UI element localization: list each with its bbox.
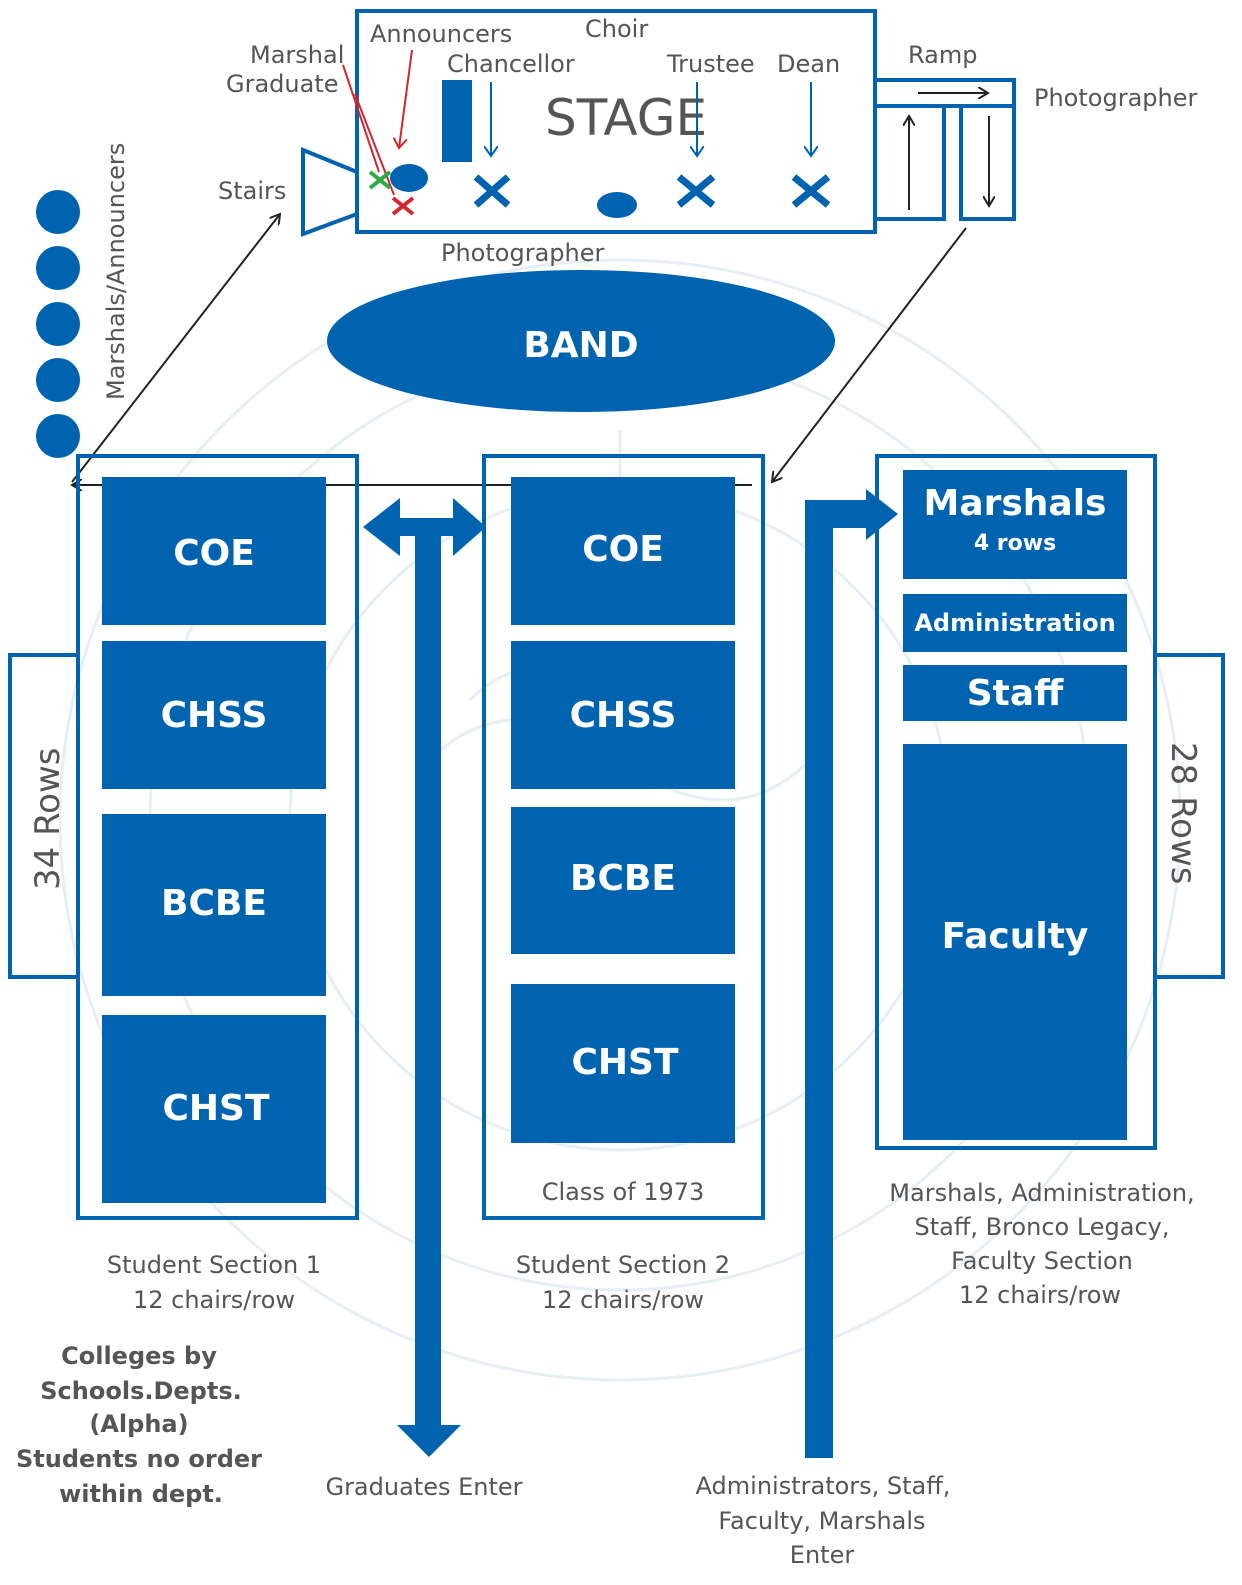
label-stairs: Stairs	[218, 177, 286, 205]
section-3-outline	[875, 454, 1157, 1150]
rows-right-label: 28 Rows	[1163, 742, 1203, 885]
note-line-5: within dept.	[59, 1480, 223, 1508]
staff-block	[903, 665, 1127, 721]
section-2-block	[511, 641, 735, 789]
label-trustee: Trustee	[666, 50, 755, 78]
faculty-section: Marshals 4 rows Administration Staff Fac…	[875, 454, 1157, 1150]
note-line-2: Schools.Depts.	[40, 1377, 241, 1405]
section-1-outline	[76, 454, 359, 1220]
label-chancellor: Chancellor	[447, 50, 575, 78]
section-2-outline	[482, 454, 765, 1220]
section-1-caption-2: 12 chairs/row	[133, 1286, 295, 1314]
section-1-block-label: BCBE	[161, 883, 267, 924]
band-ellipse	[327, 270, 835, 412]
announcer-spot	[390, 164, 428, 192]
label-ramp: Ramp	[908, 41, 977, 69]
admin-enter-label-2: Faculty, Marshals	[718, 1507, 925, 1535]
marshal-dot	[36, 246, 80, 290]
note-line-4: Students no order	[16, 1445, 262, 1473]
label-marshals-announcers: Marshals/Announcers	[102, 143, 130, 400]
section-1-block-label: CHST	[162, 1088, 269, 1129]
section-3-caption-3: Faculty Section	[951, 1247, 1133, 1275]
administration-block	[903, 594, 1127, 652]
section-3-caption-2: Staff, Bronco Legacy,	[914, 1213, 1169, 1241]
photographer-spot	[597, 192, 637, 218]
class-of-1973-label: Class of 1973	[542, 1178, 705, 1206]
graduates-enter-label: Graduates Enter	[325, 1473, 522, 1501]
section-2-block	[511, 477, 735, 625]
label-photographer-below: Photographer	[441, 239, 604, 267]
faculty-block	[903, 744, 1127, 1140]
marshal-x-mark	[368, 170, 392, 190]
aisle-shaft	[415, 527, 441, 1427]
path-to-stairs	[71, 214, 280, 483]
admin-enter-label-1: Administrators, Staff,	[696, 1472, 951, 1500]
section-3-caption-1: Marshals, Administration,	[889, 1179, 1194, 1207]
label-marshal: Marshal	[250, 41, 344, 69]
section-2-block-label: BCBE	[570, 858, 676, 899]
announcers-pointer	[399, 49, 413, 148]
section-2-caption-2: 12 chairs/row	[542, 1286, 704, 1314]
marshal-pointer	[342, 64, 380, 173]
faculty-aisle-arrow	[805, 489, 898, 1458]
stairs-shape	[301, 147, 359, 237]
podium	[442, 80, 472, 162]
marshals-rows-label: 4 rows	[974, 531, 1056, 556]
admin-enter-label-3: Enter	[790, 1541, 855, 1569]
staff-label: Staff	[967, 673, 1064, 714]
note-line-1: Colleges by	[61, 1342, 217, 1370]
student-section-2: COE CHSS BCBE CHST Class of 1973	[482, 454, 765, 1220]
section-2-caption-1: Student Section 2	[516, 1251, 730, 1279]
faculty-aisle-arrowhead	[866, 489, 898, 540]
label-dean: Dean	[777, 50, 840, 78]
section-1-block	[102, 1015, 326, 1203]
label-photographer-right: Photographer	[1034, 84, 1197, 112]
section-2-block-label: CHST	[571, 1042, 678, 1083]
ramp-left	[873, 104, 946, 221]
student-section-1: COE CHSS BCBE CHST	[76, 454, 359, 1220]
note-line-3: (Alpha)	[89, 1410, 188, 1438]
marshal-dot	[36, 190, 80, 234]
aisle-down-arrowhead	[397, 1425, 461, 1457]
stage-title: STAGE	[545, 89, 707, 147]
faculty-label: Faculty	[942, 916, 1089, 957]
path-from-ramp	[772, 227, 967, 482]
marshals-announcers-dots	[36, 190, 80, 458]
section-1-caption-1: Student Section 1	[107, 1251, 321, 1279]
trustee-x-mark	[676, 174, 716, 208]
administration-label: Administration	[914, 609, 1115, 637]
section-2-block-label: CHSS	[570, 695, 677, 736]
marshals-label: Marshals	[924, 483, 1107, 524]
graduate-x-mark	[391, 196, 415, 216]
rows-left-label: 34 Rows	[28, 748, 68, 891]
section-1-block-label: CHSS	[161, 695, 268, 736]
label-graduate: Graduate	[226, 70, 339, 98]
section-2-block	[511, 984, 735, 1143]
section-1-block	[102, 814, 326, 996]
section-1-block-label: COE	[173, 533, 255, 574]
faculty-aisle-shaft	[805, 500, 833, 1458]
section-3-caption-4: 12 chairs/row	[959, 1281, 1121, 1309]
graduate-pointer	[354, 93, 395, 196]
label-announcers: Announcers	[370, 20, 512, 48]
section-1-block	[102, 641, 326, 789]
marshals-block	[903, 470, 1127, 579]
graduates-aisle-arrow	[363, 498, 486, 1457]
ramp	[873, 78, 1016, 221]
ramp-right	[959, 104, 1016, 221]
marshal-dot	[36, 302, 80, 346]
dean-x-mark	[791, 174, 831, 208]
faculty-aisle-top	[805, 500, 870, 528]
section-1-block	[102, 477, 326, 625]
section-2-block-label: COE	[582, 529, 664, 570]
band-label: BAND	[523, 325, 638, 366]
label-choir: Choir	[585, 15, 648, 43]
stage-area: STAGE Announcers Choir Marshal Graduate …	[226, 9, 877, 234]
chancellor-x-mark	[473, 174, 511, 208]
marshal-dot	[36, 414, 80, 458]
section-2-block	[511, 807, 735, 954]
marshal-dot	[36, 358, 80, 402]
